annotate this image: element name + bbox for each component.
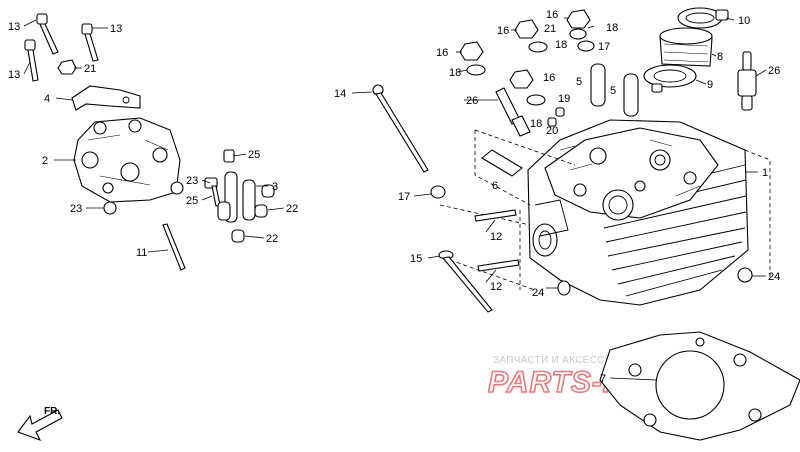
callout-10: 10 (738, 15, 750, 27)
callout-21-b: 21 (544, 23, 556, 35)
callout-17-a: 17 (598, 41, 610, 53)
callout-22-b: 22 (266, 233, 278, 245)
bolt-13-a (36, 13, 59, 55)
callout-12-b: 12 (490, 281, 502, 293)
direction-label: FR. (44, 406, 60, 417)
callout-23-b: 23 (186, 175, 198, 187)
stud-15 (438, 250, 493, 313)
callout-7: 7 (600, 373, 606, 385)
rocker-arms (204, 149, 275, 243)
head-gasket (599, 331, 800, 441)
callout-11: 11 (136, 247, 147, 259)
stud-12-b (477, 259, 520, 272)
callout-26-a: 26 (466, 95, 478, 107)
callout-25-a: 25 (248, 149, 260, 161)
callouts: 1 2 3 4 5 5 6 7 8 9 10 11 12 12 13 13 13… (8, 9, 780, 385)
leader-lines (23, 17, 767, 381)
stud-12-a (474, 209, 517, 222)
callout-13-b: 13 (110, 23, 122, 35)
dowel-24-right (737, 267, 753, 283)
callout-12-a: 12 (490, 231, 502, 243)
callout-16-c: 16 (546, 9, 558, 21)
callout-14: 14 (334, 88, 346, 100)
callout-13-c: 13 (8, 69, 20, 81)
callout-18-d: 18 (530, 118, 542, 130)
callout-19: 19 (558, 93, 570, 105)
cylinder-head (527, 119, 749, 306)
callout-4: 4 (44, 93, 50, 105)
stud-14 (372, 84, 429, 173)
valve-guide-6 (481, 149, 523, 177)
callout-21-a: 21 (84, 63, 96, 75)
dowel-23-b (170, 181, 184, 195)
spark-plug-left (495, 87, 531, 137)
bolt-13-b (81, 23, 99, 62)
callout-24-a: 24 (768, 271, 780, 283)
callout-18-c: 18 (606, 22, 618, 34)
callout-16-a: 16 (436, 47, 448, 59)
callout-5-b: 5 (610, 85, 616, 97)
stud-11 (162, 223, 186, 271)
callout-15: 15 (410, 253, 422, 265)
spark-plug-right (737, 51, 757, 111)
callout-1: 1 (762, 167, 768, 179)
callout-9: 9 (707, 79, 713, 91)
callout-17-b: 17 (398, 191, 410, 203)
tube-5-a (590, 63, 606, 107)
fasteners-top (459, 9, 595, 127)
rocker-arm-holder (73, 117, 181, 203)
bolt-13-c (24, 39, 39, 82)
callout-8: 8 (717, 51, 723, 63)
tube-5-b (623, 73, 639, 117)
front-direction-arrow: FR. (17, 406, 63, 441)
callout-26-b: 26 (768, 65, 780, 77)
callout-2: 2 (42, 155, 48, 167)
callout-5-a: 5 (576, 76, 582, 88)
gasket-9 (643, 64, 697, 93)
callout-25-b: 25 (186, 195, 198, 207)
callout-23-a: 23 (70, 203, 82, 215)
dowel-24-center (557, 280, 571, 296)
callout-20: 20 (546, 125, 558, 137)
callout-22-a: 22 (286, 203, 298, 215)
callout-24-b: 24 (532, 287, 544, 299)
callout-3: 3 (272, 181, 278, 193)
bracket (71, 85, 141, 111)
callout-16-b: 16 (497, 25, 509, 37)
insulator-8 (659, 27, 713, 67)
dowel-23-a (103, 201, 117, 215)
callout-16-d: 16 (543, 72, 555, 84)
callout-13-a: 13 (8, 21, 20, 33)
callout-18-b: 18 (555, 39, 567, 51)
callout-18-a: 18 (449, 67, 461, 79)
nut-21-left (57, 59, 77, 75)
clamp-10 (677, 7, 729, 29)
washer-17-left (430, 185, 446, 199)
callout-6: 6 (492, 180, 498, 192)
